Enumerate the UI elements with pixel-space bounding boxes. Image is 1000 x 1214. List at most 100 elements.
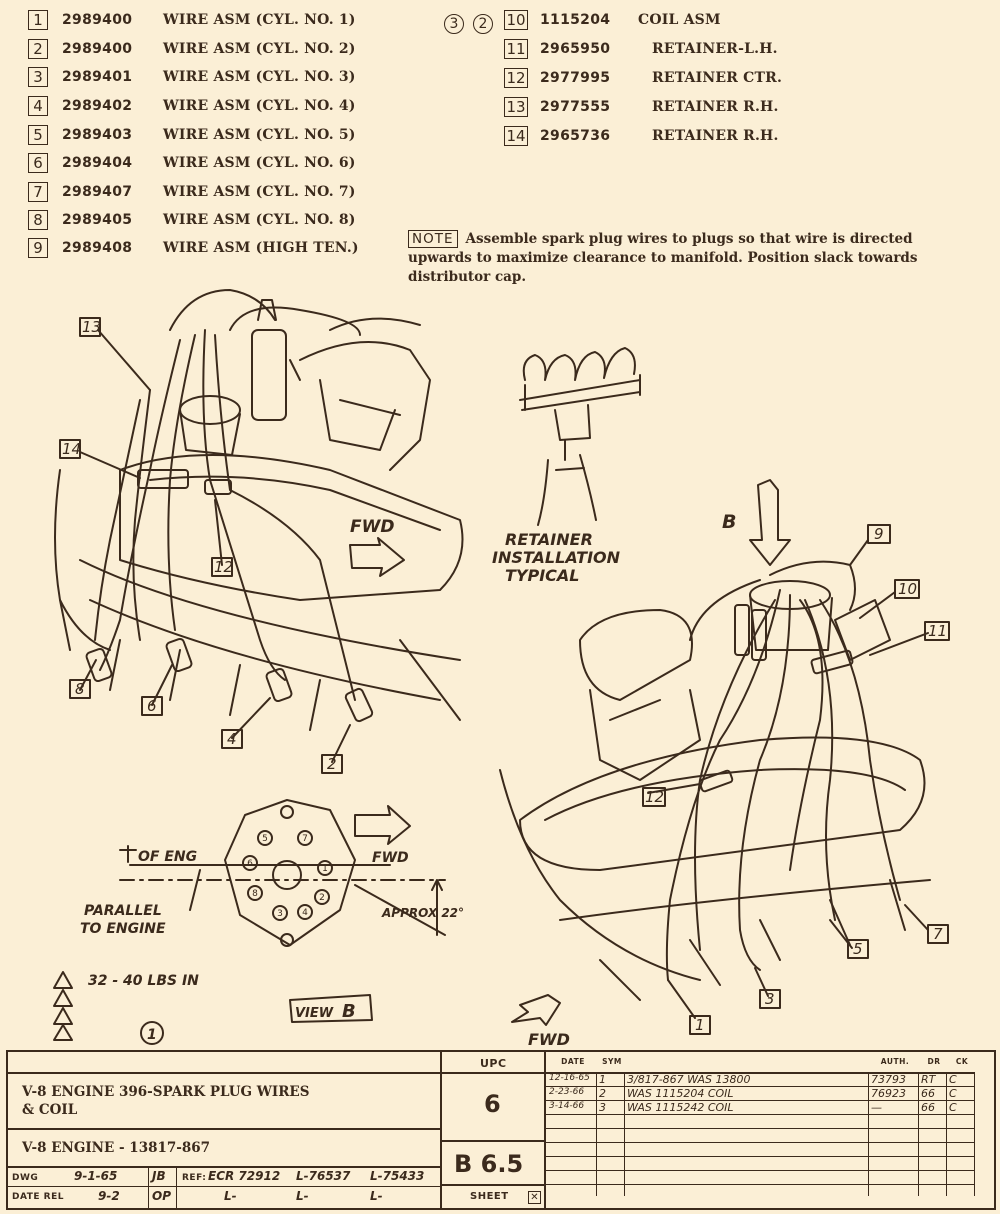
fwd-label-cap: FWD <box>372 850 409 866</box>
cap-terminal-6: 6 <box>247 859 253 869</box>
callout-1: 1 <box>695 1016 705 1034</box>
revision-cell-auth: — <box>871 1101 882 1114</box>
part-ref-box: 4 <box>28 96 48 116</box>
callout-11: 11 <box>928 622 947 640</box>
ref-blank-1: L- <box>224 1189 237 1203</box>
part-number: 2977995 <box>540 70 611 86</box>
part-description: WIRE ASM (CYL. NO. 2) <box>163 41 356 57</box>
part-number: 2989407 <box>62 184 133 200</box>
upc-value: 6 <box>484 1090 501 1118</box>
revision-cell-date: 3-14-66 <box>549 1101 585 1111</box>
dwg-date: 9-1-65 <box>74 1169 118 1183</box>
cap-terminal-5: 5 <box>262 834 268 844</box>
revision-cell-date: 12-16-65 <box>549 1073 590 1083</box>
part-description: RETAINER-L.H. <box>652 41 778 57</box>
retainer-label-1: RETAINER <box>505 530 593 549</box>
part-number: 2989400 <box>62 12 133 28</box>
title-block: V-8 ENGINE 396-SPARK PLUG WIRES & COIL V… <box>6 1050 996 1210</box>
retainer-label-3: TYPICAL <box>505 566 580 585</box>
callout-3: 3 <box>765 990 775 1008</box>
part-number: 2977555 <box>540 99 611 115</box>
part-ref-box: 8 <box>28 210 48 230</box>
ref-ecr: ECR 72912 <box>208 1169 281 1183</box>
revision-cell-ck: C <box>949 1101 957 1114</box>
cap-terminal-2: 2 <box>319 893 325 903</box>
part-ref-box: 13 <box>504 97 528 117</box>
callout-10: 10 <box>898 580 917 598</box>
part-number: 2989404 <box>62 155 133 171</box>
part-ref-box: 11 <box>504 39 528 59</box>
title-line-2: & COIL <box>22 1102 78 1118</box>
fwd-label-left: FWD <box>350 517 394 537</box>
callout-12-left: 12 <box>214 558 233 576</box>
part-ref-box: 6 <box>28 153 48 173</box>
part-description: WIRE ASM (CYL. NO. 5) <box>163 127 356 143</box>
revision-cell-dr: 66 <box>921 1101 935 1114</box>
revision-cell-dr: RT <box>921 1073 936 1086</box>
revision-cell-auth: 76923 <box>871 1087 906 1100</box>
centerline-label: OF ENG <box>138 849 197 865</box>
date-rel-label: DATE REL <box>12 1192 64 1202</box>
callout-13: 13 <box>82 318 101 336</box>
dwg-label: DWG <box>12 1173 39 1183</box>
part-ref-box: 14 <box>504 126 528 146</box>
part-number: 2989401 <box>62 69 133 85</box>
revision-cell-sym: 2 <box>599 1087 606 1100</box>
callout-2: 2 <box>327 755 337 773</box>
retainer-detail-drawing <box>519 347 641 526</box>
right-callouts: 9 10 11 12 5 7 3 1 <box>645 525 947 1034</box>
subtitle: V-8 ENGINE - 13817-867 <box>22 1140 211 1156</box>
revision-cell-sym: 3 <box>599 1101 606 1114</box>
title-line-1: V-8 ENGINE 396-SPARK PLUG WIRES <box>22 1084 310 1100</box>
callout-5: 5 <box>853 940 863 958</box>
part-ref-box: 12 <box>504 68 528 88</box>
cap-terminal-4: 4 <box>302 908 308 918</box>
part-description: WIRE ASM (CYL. NO. 3) <box>163 69 356 85</box>
cap-terminal-1: 1 <box>322 864 328 874</box>
torque-label: 32 - 40 LBS IN <box>88 973 199 989</box>
revision-header-date: DATE <box>561 1057 585 1066</box>
part-description: RETAINER R.H. <box>652 99 779 115</box>
part-ref-box: 2 <box>28 39 48 59</box>
callout-12-right: 12 <box>645 788 664 806</box>
note-text: Assemble spark plug wires to plugs so th… <box>408 231 918 285</box>
part-ref-box: 7 <box>28 182 48 202</box>
part-ref-box: 10 <box>504 10 528 30</box>
note-tag: NOTE <box>408 230 458 248</box>
ref-l2: L-75433 <box>370 1169 425 1183</box>
ref-l1: L-76537 <box>296 1169 351 1183</box>
parallel-label-1: PARALLEL <box>84 903 162 919</box>
ref-blank-3: L- <box>370 1189 383 1203</box>
revision-cell-ck: C <box>949 1073 957 1086</box>
left-engine-drawing <box>54 289 464 763</box>
part-description: WIRE ASM (HIGH TEN.) <box>163 240 359 256</box>
revision-cell-record: 3/817-867 WAS 13800 <box>627 1073 751 1086</box>
part-number: 2989408 <box>62 240 133 256</box>
callout-9: 9 <box>874 525 884 543</box>
part-number: 2965736 <box>540 128 611 144</box>
parallel-label-2: TO ENGINE <box>80 921 166 937</box>
part-description: WIRE ASM (CYL. NO. 7) <box>163 184 356 200</box>
part-ref-box: 9 <box>28 238 48 258</box>
view-letter: B <box>342 1001 356 1022</box>
callout-14: 14 <box>62 440 81 458</box>
revision-cell-record: WAS 1115204 COIL <box>627 1087 734 1100</box>
ref-blank-2: L- <box>296 1189 309 1203</box>
view-b-arrow-letter: B <box>722 511 736 533</box>
callout-boxes <box>59 317 950 1035</box>
revision-cell-date: 2-23-66 <box>549 1087 585 1097</box>
revision-cell-sym: 1 <box>599 1073 606 1086</box>
part-ref-box: 3 <box>28 67 48 87</box>
part-number: 2989403 <box>62 127 133 143</box>
callout-4: 4 <box>227 730 237 748</box>
view-label: VIEW <box>295 1006 334 1021</box>
part-number: 2989400 <box>62 41 133 57</box>
ref-label: REF: <box>182 1173 207 1183</box>
sheet-label: SHEET <box>470 1191 509 1202</box>
revision-cell-dr: 66 <box>921 1087 935 1100</box>
group-number: B 6.5 <box>454 1150 524 1178</box>
date-rel-value: 9-2 <box>98 1189 120 1203</box>
distributor-cap-drawing <box>53 799 446 1045</box>
wiring-diagram: 13 14 12 8 6 4 2 9 10 11 12 5 7 3 1 FWD … <box>53 289 950 1049</box>
